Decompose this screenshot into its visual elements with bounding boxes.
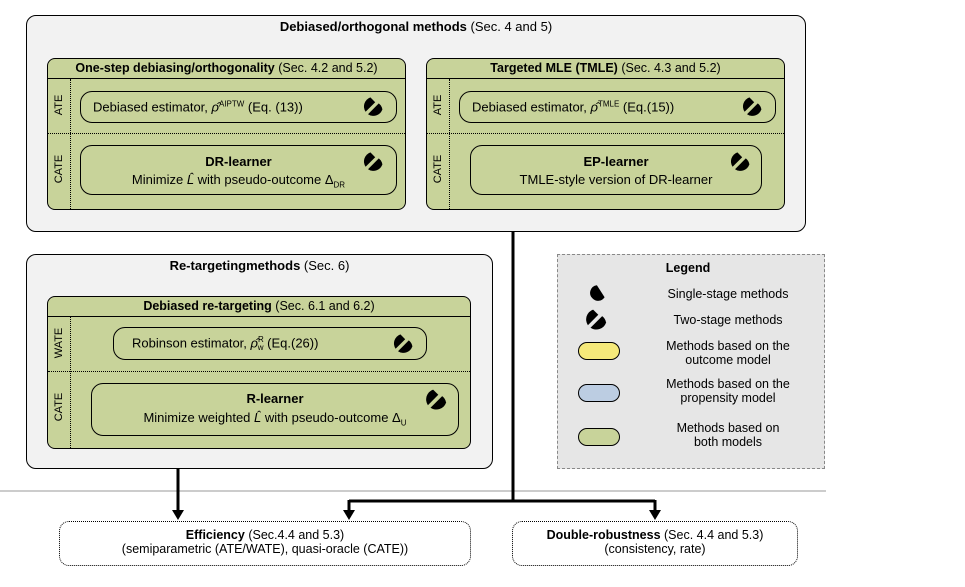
dr-learner-title: DR-learner — [205, 154, 272, 169]
debiased-retargeting-box: Debiased re-targeting (Sec. 6.1 and 6.2)… — [47, 296, 471, 449]
retargeting-header: Debiased re-targeting (Sec. 6.1 and 6.2) — [48, 297, 470, 317]
outcome-model-swatch — [578, 342, 620, 360]
tmle-header: Targeted MLE (TMLE) (Sec. 4.3 and 5.2) — [427, 59, 784, 79]
one-step-header: One-step debiasing/orthogonality (Sec. 4… — [48, 59, 405, 79]
legend-item-outcome-line1: Methods based on the — [666, 339, 790, 353]
ep-learner-pill: EP-learner TMLE-style version of DR-lear… — [470, 145, 762, 195]
legend-item-both-line2: both models — [693, 435, 763, 449]
robustness-title: Double-robustness — [546, 528, 661, 542]
tmle-estimator-pill: Debiased estimator, ρ̂TMLE (Eq.(15)) — [459, 91, 776, 123]
legend-item-outcome-line2: outcome model — [685, 353, 771, 367]
robinson-estimator-pill: Robinson estimator, ρ̂Rw (Eq.(26)) — [113, 327, 427, 360]
efficiency-title: Efficiency — [185, 528, 245, 542]
double-robustness-box: Double-robustness (Sec. 4.4 and 5.3) (co… — [512, 521, 798, 566]
ep-learner-title: EP-learner — [583, 154, 649, 169]
both-models-swatch — [578, 428, 620, 446]
row-divider-horizontal — [48, 371, 470, 372]
r-learner-title: R-learner — [246, 391, 304, 406]
legend-item-propensity-line2: propensity model — [680, 391, 776, 405]
legend-item-two-stage: Two-stage methods — [673, 313, 783, 327]
efficiency-subtitle: (semiparametric (ATE/WATE), quasi-oracle… — [121, 542, 409, 556]
legend-panel: Legend Single-stage methods Two-stage me… — [557, 254, 825, 469]
row-divider-vertical — [449, 79, 450, 209]
tmle-box: Targeted MLE (TMLE) (Sec. 4.3 and 5.2) A… — [426, 58, 785, 210]
efficiency-box: Efficiency (Sec.4.4 and 5.3) (semiparame… — [59, 521, 471, 566]
legend-item-propensity-line1: Methods based on the — [666, 377, 790, 391]
robustness-subtitle: (consistency, rate) — [604, 542, 706, 556]
legend-title: Legend — [665, 261, 711, 275]
r-learner-pill: R-learner Minimize weighted L̂ with pseu… — [91, 383, 459, 436]
panel-title: Debiased/orthogonal methods (Sec. 4 and … — [279, 19, 553, 34]
propensity-model-swatch — [578, 384, 620, 402]
aipw-estimator-pill: Debiased estimator, ρ̂AIPTW (Eq. (13)) — [80, 91, 397, 123]
panel-title: Re-targetingmethods (Sec. 6) — [169, 258, 350, 273]
arrow-head — [172, 510, 184, 520]
row-divider-horizontal — [427, 133, 784, 134]
legend-item-single-stage: Single-stage methods — [667, 287, 789, 301]
row-divider-horizontal — [48, 133, 405, 134]
legend-item-both-line1: Methods based on — [676, 421, 780, 435]
dr-learner-pill: DR-learner Minimize L̂ with pseudo-outco… — [80, 145, 397, 195]
arrow-head — [649, 510, 661, 520]
arrow-head — [343, 510, 355, 520]
row-divider-vertical — [70, 317, 71, 448]
one-step-box: One-step debiasing/orthogonality (Sec. 4… — [47, 58, 406, 210]
row-divider-vertical — [70, 79, 71, 209]
